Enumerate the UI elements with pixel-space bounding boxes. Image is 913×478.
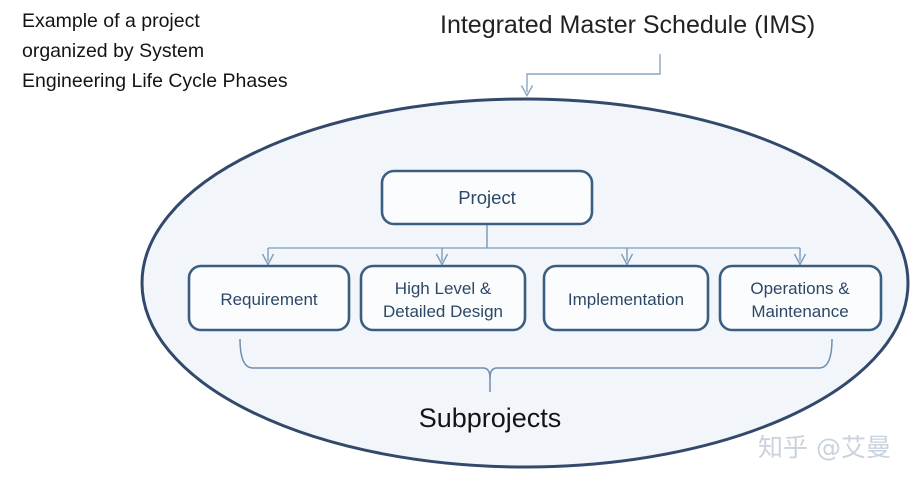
node-high-level-detailed-design-box[interactable] [359, 264, 527, 332]
node-project[interactable]: Project [380, 169, 594, 226]
node-high-level-detailed-design[interactable]: High Level & Detailed Design [359, 264, 527, 332]
node-high-level-detailed-design-label-line-2: Detailed Design [383, 302, 503, 321]
caption-block: Example of a project organized by System… [22, 10, 288, 92]
node-operations-maintenance-label-line-1: Operations & [750, 279, 850, 298]
node-operations-maintenance-box[interactable] [718, 264, 883, 332]
node-operations-maintenance-label-line-2: Maintenance [751, 302, 848, 321]
node-high-level-detailed-design-label-line-1: High Level & [395, 279, 492, 298]
node-implementation-box[interactable] [542, 264, 710, 332]
node-operations-maintenance[interactable]: Operations & Maintenance [718, 264, 883, 332]
node-project-label: Project [458, 187, 516, 208]
node-project-box[interactable] [380, 169, 594, 226]
caption-line-1: Example of a project [22, 10, 200, 32]
hierarchy-connectors [261, 224, 807, 267]
subprojects-brace [239, 338, 833, 392]
node-implementation[interactable]: Implementation [542, 264, 710, 332]
node-implementation-label: Implementation [568, 290, 684, 309]
subprojects-label: Subprojects [419, 403, 562, 433]
node-requirement-label: Requirement [220, 290, 318, 309]
watermark: 知乎 @艾曼 [758, 433, 891, 462]
caption-line-3: Engineering Life Cycle Phases [22, 70, 288, 92]
diagram-title: Integrated Master Schedule (IMS) [440, 11, 815, 39]
ims-callout-arrow [520, 54, 661, 97]
node-requirement-box[interactable] [187, 264, 351, 332]
node-requirement[interactable]: Requirement [187, 264, 351, 332]
caption-line-2: organized by System [22, 40, 204, 62]
